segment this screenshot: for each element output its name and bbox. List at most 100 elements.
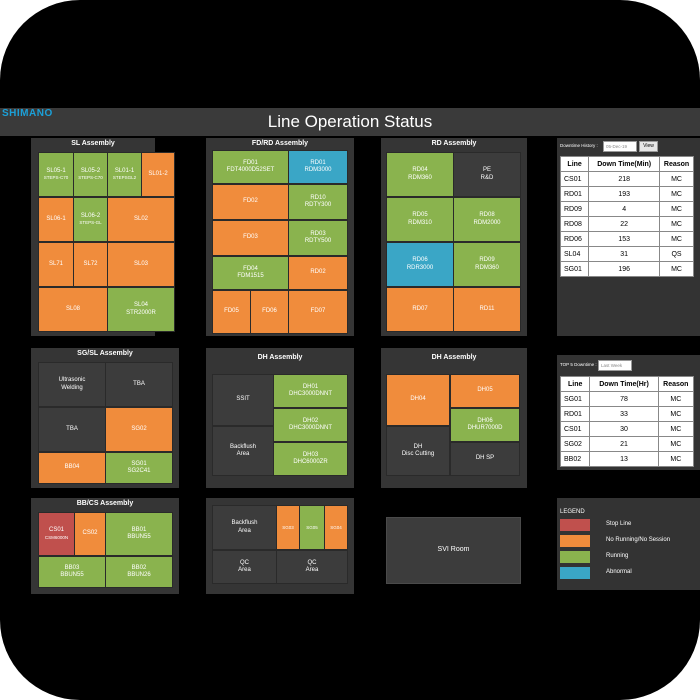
cell-label: Area bbox=[305, 567, 319, 573]
line-ssit[interactable]: SSIT bbox=[212, 374, 274, 426]
line-tba-2[interactable]: TBA bbox=[38, 407, 106, 452]
cell-label: FD06 bbox=[262, 308, 277, 315]
cell-label: RDM3000 bbox=[304, 167, 332, 173]
line-sg03[interactable]: SG03 bbox=[276, 505, 300, 550]
cell-label: RDM310 bbox=[408, 219, 432, 226]
cell-label: SL01-1 bbox=[114, 167, 135, 174]
column-header: Line bbox=[559, 156, 590, 172]
table-cell: 22 bbox=[588, 216, 661, 232]
line-sl02[interactable]: SL02 bbox=[107, 197, 175, 242]
line-dh05[interactable]: DH05 bbox=[450, 374, 520, 408]
line-dh-sp[interactable]: DH SP bbox=[450, 442, 520, 476]
line-sg02[interactable]: SG02 bbox=[105, 407, 173, 452]
cell-label: DH bbox=[413, 443, 423, 450]
cell-label: DH01 bbox=[302, 383, 319, 390]
line-rd11[interactable]: RD11 bbox=[453, 287, 521, 332]
line-sl01-2[interactable]: SL01-2 bbox=[141, 152, 175, 197]
cell-label: CSM6000N bbox=[44, 534, 69, 540]
line-fd07[interactable]: FD07 bbox=[288, 290, 348, 334]
cell-label: SL72 bbox=[83, 260, 98, 267]
section-title: FD/RD Assembly bbox=[251, 140, 309, 147]
legend-swatch-running bbox=[560, 551, 590, 563]
table-cell: 31 bbox=[588, 246, 661, 262]
line-rd02[interactable]: RD02 bbox=[288, 256, 348, 290]
cell-label: DHC3000DNNT bbox=[288, 425, 332, 431]
downtime-date-input[interactable]: 05-Dec-19 bbox=[603, 141, 637, 152]
line-fd06[interactable]: FD06 bbox=[250, 290, 289, 334]
cell-label: SL03 bbox=[133, 260, 148, 267]
cell-label: R&D bbox=[480, 174, 494, 181]
line-fd02[interactable]: FD02 bbox=[212, 184, 289, 220]
line-sg04[interactable]: SG04 bbox=[324, 505, 348, 550]
table-cell: MC bbox=[657, 436, 695, 452]
table-cell: CS01 bbox=[559, 421, 591, 437]
line-tba-1[interactable]: TBA bbox=[105, 362, 173, 407]
line-dh04[interactable]: DH04 bbox=[386, 374, 450, 426]
line-sl03[interactable]: SL03 bbox=[107, 242, 175, 287]
cell-label: FD07 bbox=[310, 308, 326, 315]
line-fd05[interactable]: FD05 bbox=[212, 290, 251, 334]
cell-label: SL06-2 bbox=[80, 212, 101, 219]
line-sl06-1[interactable]: SL06-1 bbox=[38, 197, 74, 242]
line-sg05[interactable]: SG05 bbox=[299, 505, 325, 550]
cell-label: FD02 bbox=[243, 198, 258, 205]
line-cs02[interactable]: CS02 bbox=[74, 512, 106, 556]
line-bb04[interactable]: BB04 bbox=[38, 452, 106, 484]
top5-period-select[interactable]: Last Week bbox=[598, 360, 632, 371]
svi-room[interactable]: SVI Room bbox=[386, 517, 521, 584]
table-cell: SG02 bbox=[559, 436, 591, 452]
line-sl72[interactable]: SL72 bbox=[73, 242, 108, 287]
cell-label: SG01 bbox=[131, 460, 147, 467]
view-button[interactable]: View bbox=[639, 141, 658, 152]
cell-label: DH05 bbox=[477, 387, 493, 394]
top5-downtime-label: TOP 5 Downtime : bbox=[560, 362, 597, 367]
cell-label: RD03 bbox=[310, 230, 326, 237]
line-rd07[interactable]: RD07 bbox=[386, 287, 454, 332]
table-cell: BB02 bbox=[559, 451, 591, 467]
cell-label: DH06 bbox=[477, 417, 493, 424]
table-cell: 193 bbox=[588, 186, 661, 202]
legend-label: Abnormal bbox=[606, 569, 632, 575]
line-sl08[interactable]: SL08 bbox=[38, 287, 108, 332]
cell-label: SG2C41 bbox=[127, 468, 151, 474]
cell-label: DH02 bbox=[302, 417, 319, 424]
line-sl71[interactable]: SL71 bbox=[38, 242, 74, 287]
line-fd03[interactable]: FD03 bbox=[212, 220, 289, 256]
table-cell: MC bbox=[657, 421, 695, 437]
cell-label: RD02 bbox=[310, 269, 326, 276]
